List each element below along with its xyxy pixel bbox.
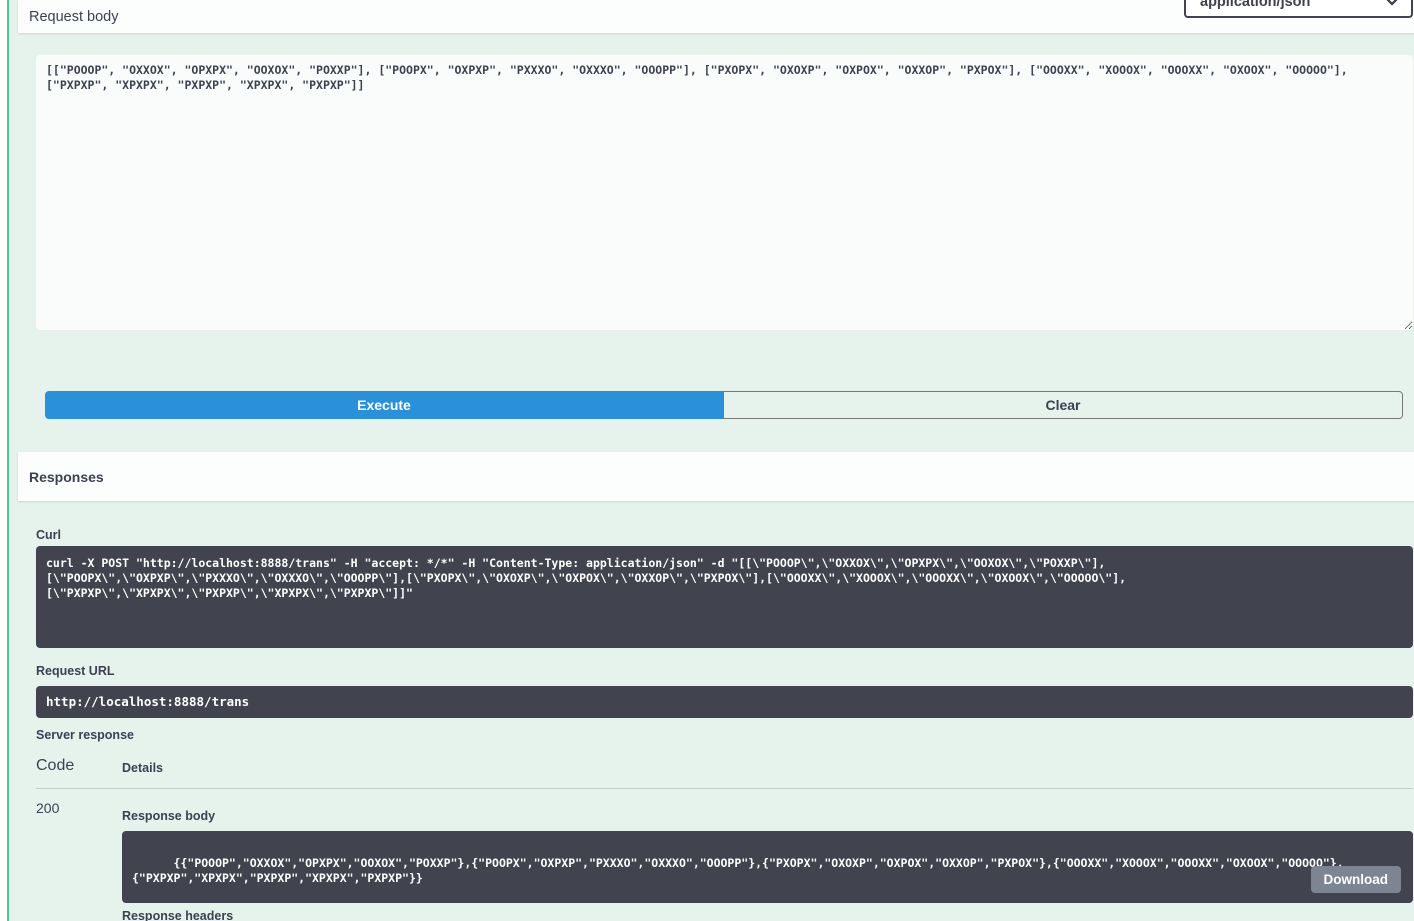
responses-title: Responses (29, 468, 104, 485)
response-body-text: {{"POOOP","OXXOX","OPXPX","OOXOX","POXXP… (132, 856, 1344, 885)
response-body-label: Response body (122, 809, 216, 823)
request-url-value: http://localhost:8888/trans (36, 686, 1413, 718)
responses-section-header: Responses (18, 452, 1414, 501)
download-button[interactable]: Download (1310, 866, 1401, 893)
post-opblock-body: Request body application/json [["POOOP",… (7, 0, 1414, 921)
media-type-select[interactable]: application/json (1184, 0, 1413, 18)
details-column-header: Details (122, 761, 163, 775)
request-url-label: Request URL (36, 664, 115, 678)
clear-button[interactable]: Clear (723, 391, 1403, 419)
server-response-label: Server response (36, 728, 134, 742)
chevron-down-icon (1386, 0, 1398, 6)
curl-command-block: curl -X POST "http://localhost:8888/tran… (36, 546, 1413, 648)
curl-label: Curl (36, 528, 61, 542)
media-type-selected-value: application/json (1200, 0, 1311, 10)
request-body-title: Request body (29, 8, 119, 25)
status-code: 200 (36, 800, 60, 816)
response-body-block: {{"POOOP","OXXOX","OPXPX","OOXOX","POXXP… (122, 831, 1413, 903)
request-body-textarea[interactable]: [["POOOP", "OXXOX", "OPXPX", "OOXOX", "P… (36, 55, 1413, 330)
execute-button[interactable]: Execute (45, 391, 723, 419)
table-header-divider (36, 788, 1413, 789)
request-body-section-header: Request body application/json (18, 0, 1414, 33)
code-column-header: Code (36, 757, 75, 774)
response-headers-label: Response headers (122, 909, 234, 921)
